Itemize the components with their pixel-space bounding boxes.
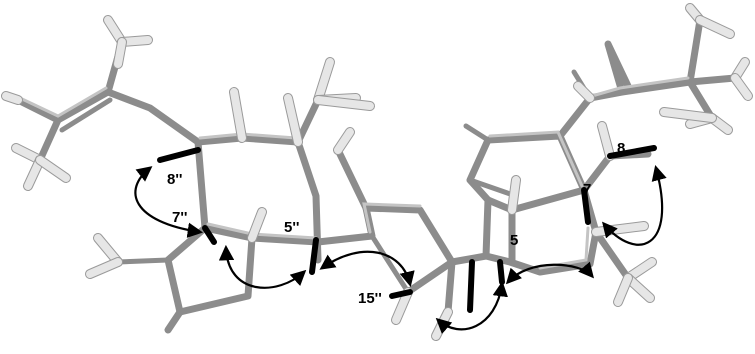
noe-correlation-arrows [134,165,667,334]
atom-label-5pp: 5'' [284,219,299,236]
atom-labels: 8'' 7'' 5'' 15'' 5 7 8 [167,140,625,307]
noe-arrow-7-8 [602,165,667,246]
noe-arrow-8pp-7pp [134,166,204,238]
noe-arrow-5-7 [505,261,595,285]
atom-label-8: 8 [617,140,625,157]
atom-label-15pp: 15'' [358,290,382,307]
atom-label-5: 5 [510,232,518,249]
left-stereo-bonds [157,147,413,299]
noe-arrow-7pp-5pp [218,244,307,289]
atom-label-8pp: 8'' [167,171,182,188]
left-hydrogens [1,15,453,341]
atom-label-7pp: 7'' [172,209,187,226]
atom-label-7: 7 [583,181,591,198]
right-bond-framework [448,16,739,282]
left-bond-framework [14,38,456,334]
noe-arrow-15pp-5 [435,280,508,334]
noe-arrow-5pp-15pp [319,250,415,287]
